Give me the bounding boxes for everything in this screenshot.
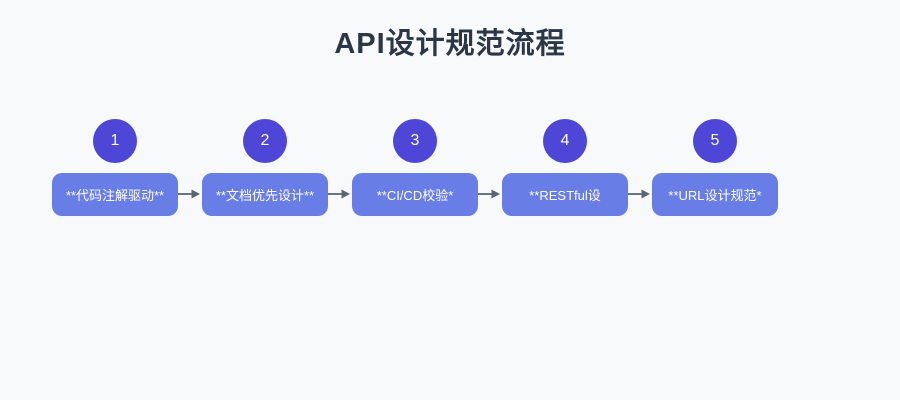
flow-step-2: 2 **文档优先设计** <box>178 119 328 216</box>
step-node-label: **URL设计规范* <box>668 188 762 203</box>
step-number: 5 <box>710 132 720 149</box>
step-node: **URL设计规范* <box>652 173 778 216</box>
flow-step-1: 1 **代码注解驱动** <box>52 119 178 216</box>
flow-step-4: 4 **RESTful设 <box>478 119 628 216</box>
page-title: API设计规范流程 <box>334 28 566 60</box>
step-number: 3 <box>410 132 420 149</box>
step-number: 2 <box>260 132 270 149</box>
arrow-right-icon <box>628 189 650 199</box>
arrow-right-icon <box>178 189 200 199</box>
step-number-badge: 4 <box>543 119 587 163</box>
arrow-right-icon <box>478 189 500 199</box>
step-node-label: **RESTful设 <box>529 188 601 203</box>
arrow-right-icon <box>328 189 350 199</box>
step-number-badge: 1 <box>93 119 137 163</box>
flow-step-3: 3 **CI/CD校验* <box>328 119 478 216</box>
step-node: **代码注解驱动** <box>52 173 178 216</box>
step-number-badge: 3 <box>393 119 437 163</box>
step-number: 4 <box>560 132 570 149</box>
step-node-label: **文档优先设计** <box>215 188 315 203</box>
step-number: 1 <box>110 132 120 149</box>
flow-diagram: 1 **代码注解驱动** 2 **文档优先设计** <box>52 119 778 216</box>
step-node: **RESTful设 <box>502 173 628 216</box>
step-node: **CI/CD校验* <box>352 173 478 216</box>
step-number-badge: 5 <box>693 119 737 163</box>
flow-step-5: 5 **URL设计规范* <box>628 119 778 216</box>
step-node: **文档优先设计** <box>202 173 328 216</box>
step-number-badge: 2 <box>243 119 287 163</box>
step-node-label: **代码注解驱动** <box>65 188 165 203</box>
step-node-label: **CI/CD校验* <box>376 188 454 203</box>
